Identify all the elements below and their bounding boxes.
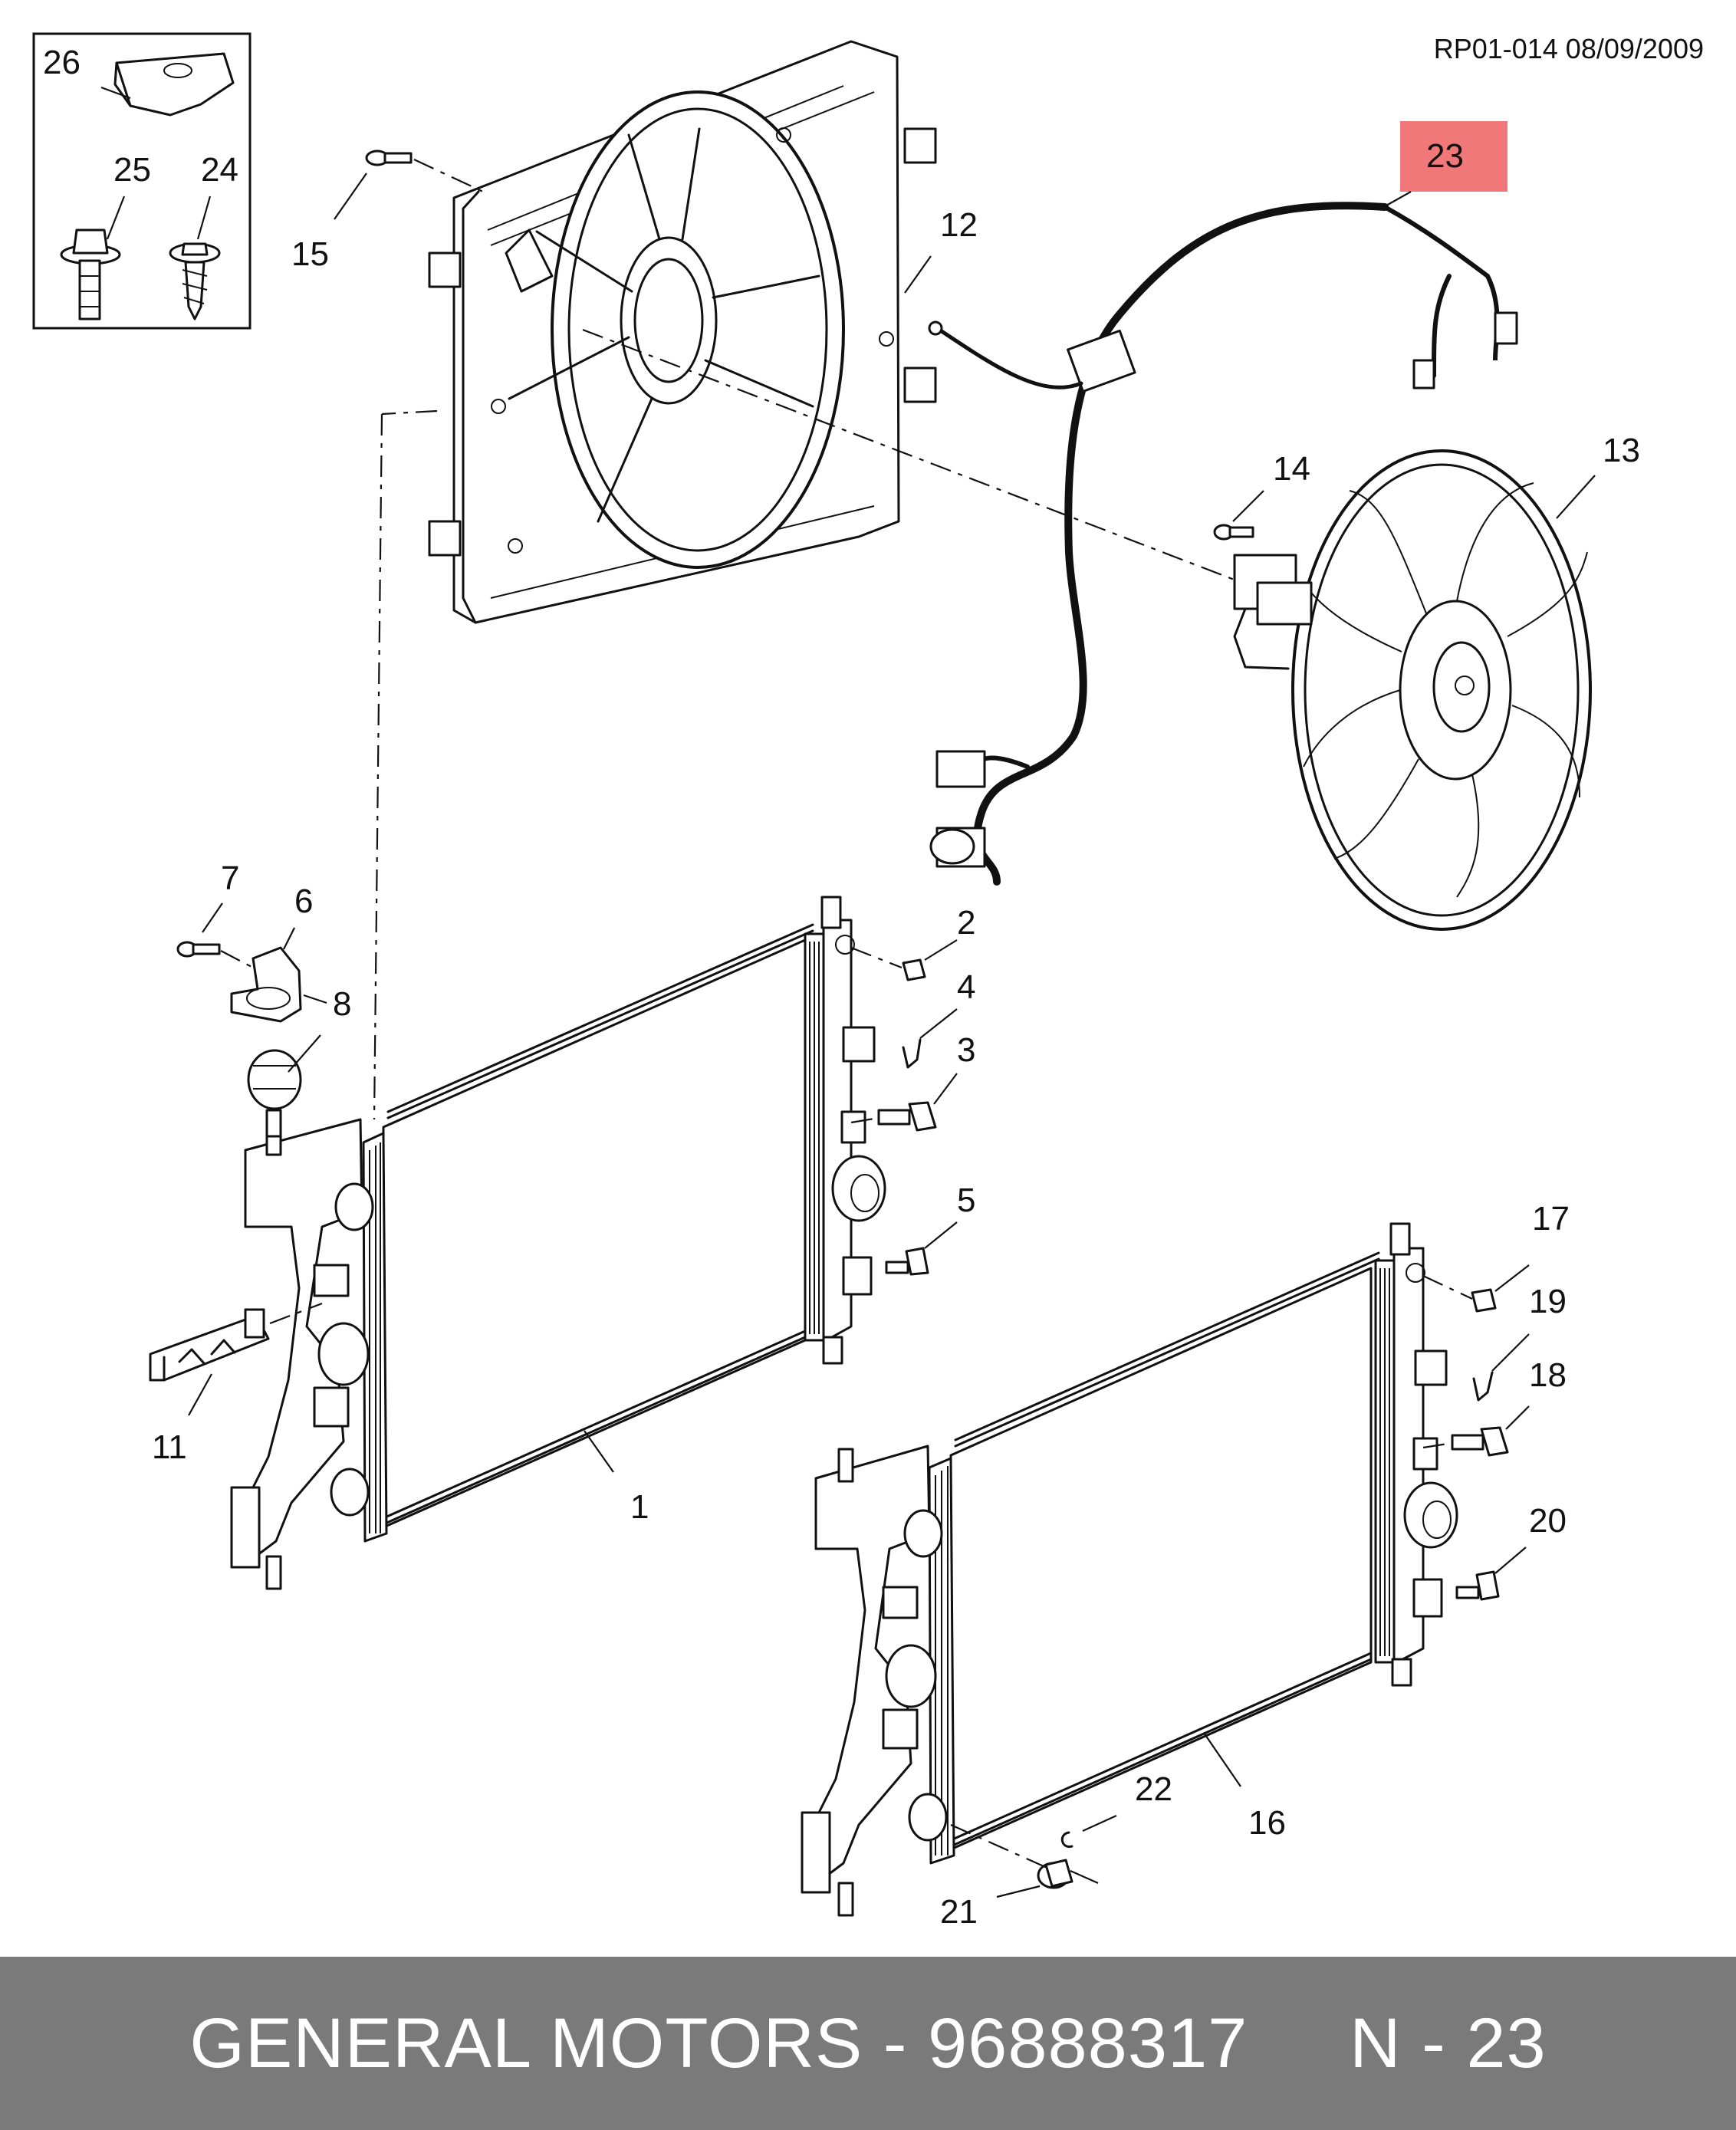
callout-4[interactable]: 4 (957, 968, 975, 1006)
fan-resistor-14[interactable] (1213, 524, 1313, 670)
bolt-2[interactable] (902, 958, 926, 981)
brand-name: GENERAL MOTORS (189, 2003, 863, 2082)
callout-5[interactable]: 5 (957, 1182, 975, 1219)
retaining-clip-4[interactable] (902, 1038, 922, 1069)
callout-17[interactable]: 17 (1532, 1200, 1570, 1238)
sensor-20[interactable] (1455, 1570, 1500, 1601)
callout-2[interactable]: 2 (957, 904, 975, 942)
bracket-11[interactable] (149, 1308, 270, 1382)
diagram-canvas: RP01-014 08/09/2009 26 25 24 (32, 32, 1704, 1931)
callout-16[interactable]: 16 (1248, 1804, 1286, 1842)
screw-24[interactable] (169, 196, 221, 320)
drawing-code: RP01-014 08/09/2009 (1434, 33, 1704, 64)
wiring-harness-23[interactable] (928, 202, 1518, 886)
callout-13[interactable]: 13 (1603, 432, 1640, 469)
callout-23[interactable]: 23 (1426, 137, 1464, 175)
bolt-17[interactable] (1471, 1288, 1497, 1313)
bolt-15[interactable] (365, 150, 413, 166)
sensor-5[interactable] (885, 1247, 929, 1276)
callout-reference: N - 23 (1350, 2003, 1547, 2082)
callout-14[interactable]: 14 (1273, 450, 1310, 488)
part-info-banner: GENERAL MOTORS - 96888317 N - 23 (0, 1957, 1736, 2130)
radiator-1[interactable] (230, 896, 886, 1590)
callout-23-highlight (1400, 121, 1507, 192)
o-ring-22[interactable] (1060, 1831, 1073, 1848)
parts-diagram: RP01-014 08/09/2009 26 25 24 (32, 32, 1704, 1931)
callout-11[interactable]: 11 (152, 1428, 187, 1466)
callout-22[interactable]: 22 (1135, 1770, 1172, 1808)
insulator-8[interactable] (247, 1049, 302, 1138)
fan-shroud-12[interactable] (428, 40, 937, 624)
callout-26[interactable]: 26 (43, 44, 81, 81)
callout-12[interactable]: 12 (940, 206, 978, 244)
callout-15[interactable]: 15 (291, 235, 329, 273)
bolt-7[interactable] (176, 941, 221, 958)
cooling-fan-13[interactable] (1291, 449, 1592, 931)
callout-19[interactable]: 19 (1529, 1283, 1567, 1320)
callout-24[interactable]: 24 (201, 151, 238, 189)
drain-plug-21[interactable] (1037, 1859, 1073, 1889)
callout-8[interactable]: 8 (333, 985, 351, 1023)
callout-1[interactable]: 1 (630, 1488, 649, 1526)
callout-25[interactable]: 25 (113, 151, 151, 189)
callout-6[interactable]: 6 (294, 883, 313, 920)
temperature-sensor-3[interactable] (877, 1101, 937, 1132)
clip-nut-26[interactable] (100, 52, 235, 117)
flange-bolt-25[interactable] (60, 196, 126, 320)
callout-7[interactable]: 7 (221, 860, 239, 897)
upper-bracket-6[interactable] (230, 946, 302, 1023)
temperature-sensor-18[interactable] (1451, 1426, 1509, 1457)
fastener-inset-box: 26 25 24 (32, 32, 252, 330)
radiator-16[interactable] (801, 1222, 1458, 1917)
retaining-clip-19[interactable] (1472, 1371, 1494, 1402)
part-info-text: GENERAL MOTORS - 96888317 N - 23 (189, 2003, 1547, 2082)
callout-20[interactable]: 20 (1529, 1502, 1567, 1540)
callout-3[interactable]: 3 (957, 1031, 975, 1069)
part-number: 96888317 (928, 2003, 1248, 2082)
callout-21[interactable]: 21 (940, 1893, 978, 1931)
callout-18[interactable]: 18 (1529, 1356, 1567, 1394)
